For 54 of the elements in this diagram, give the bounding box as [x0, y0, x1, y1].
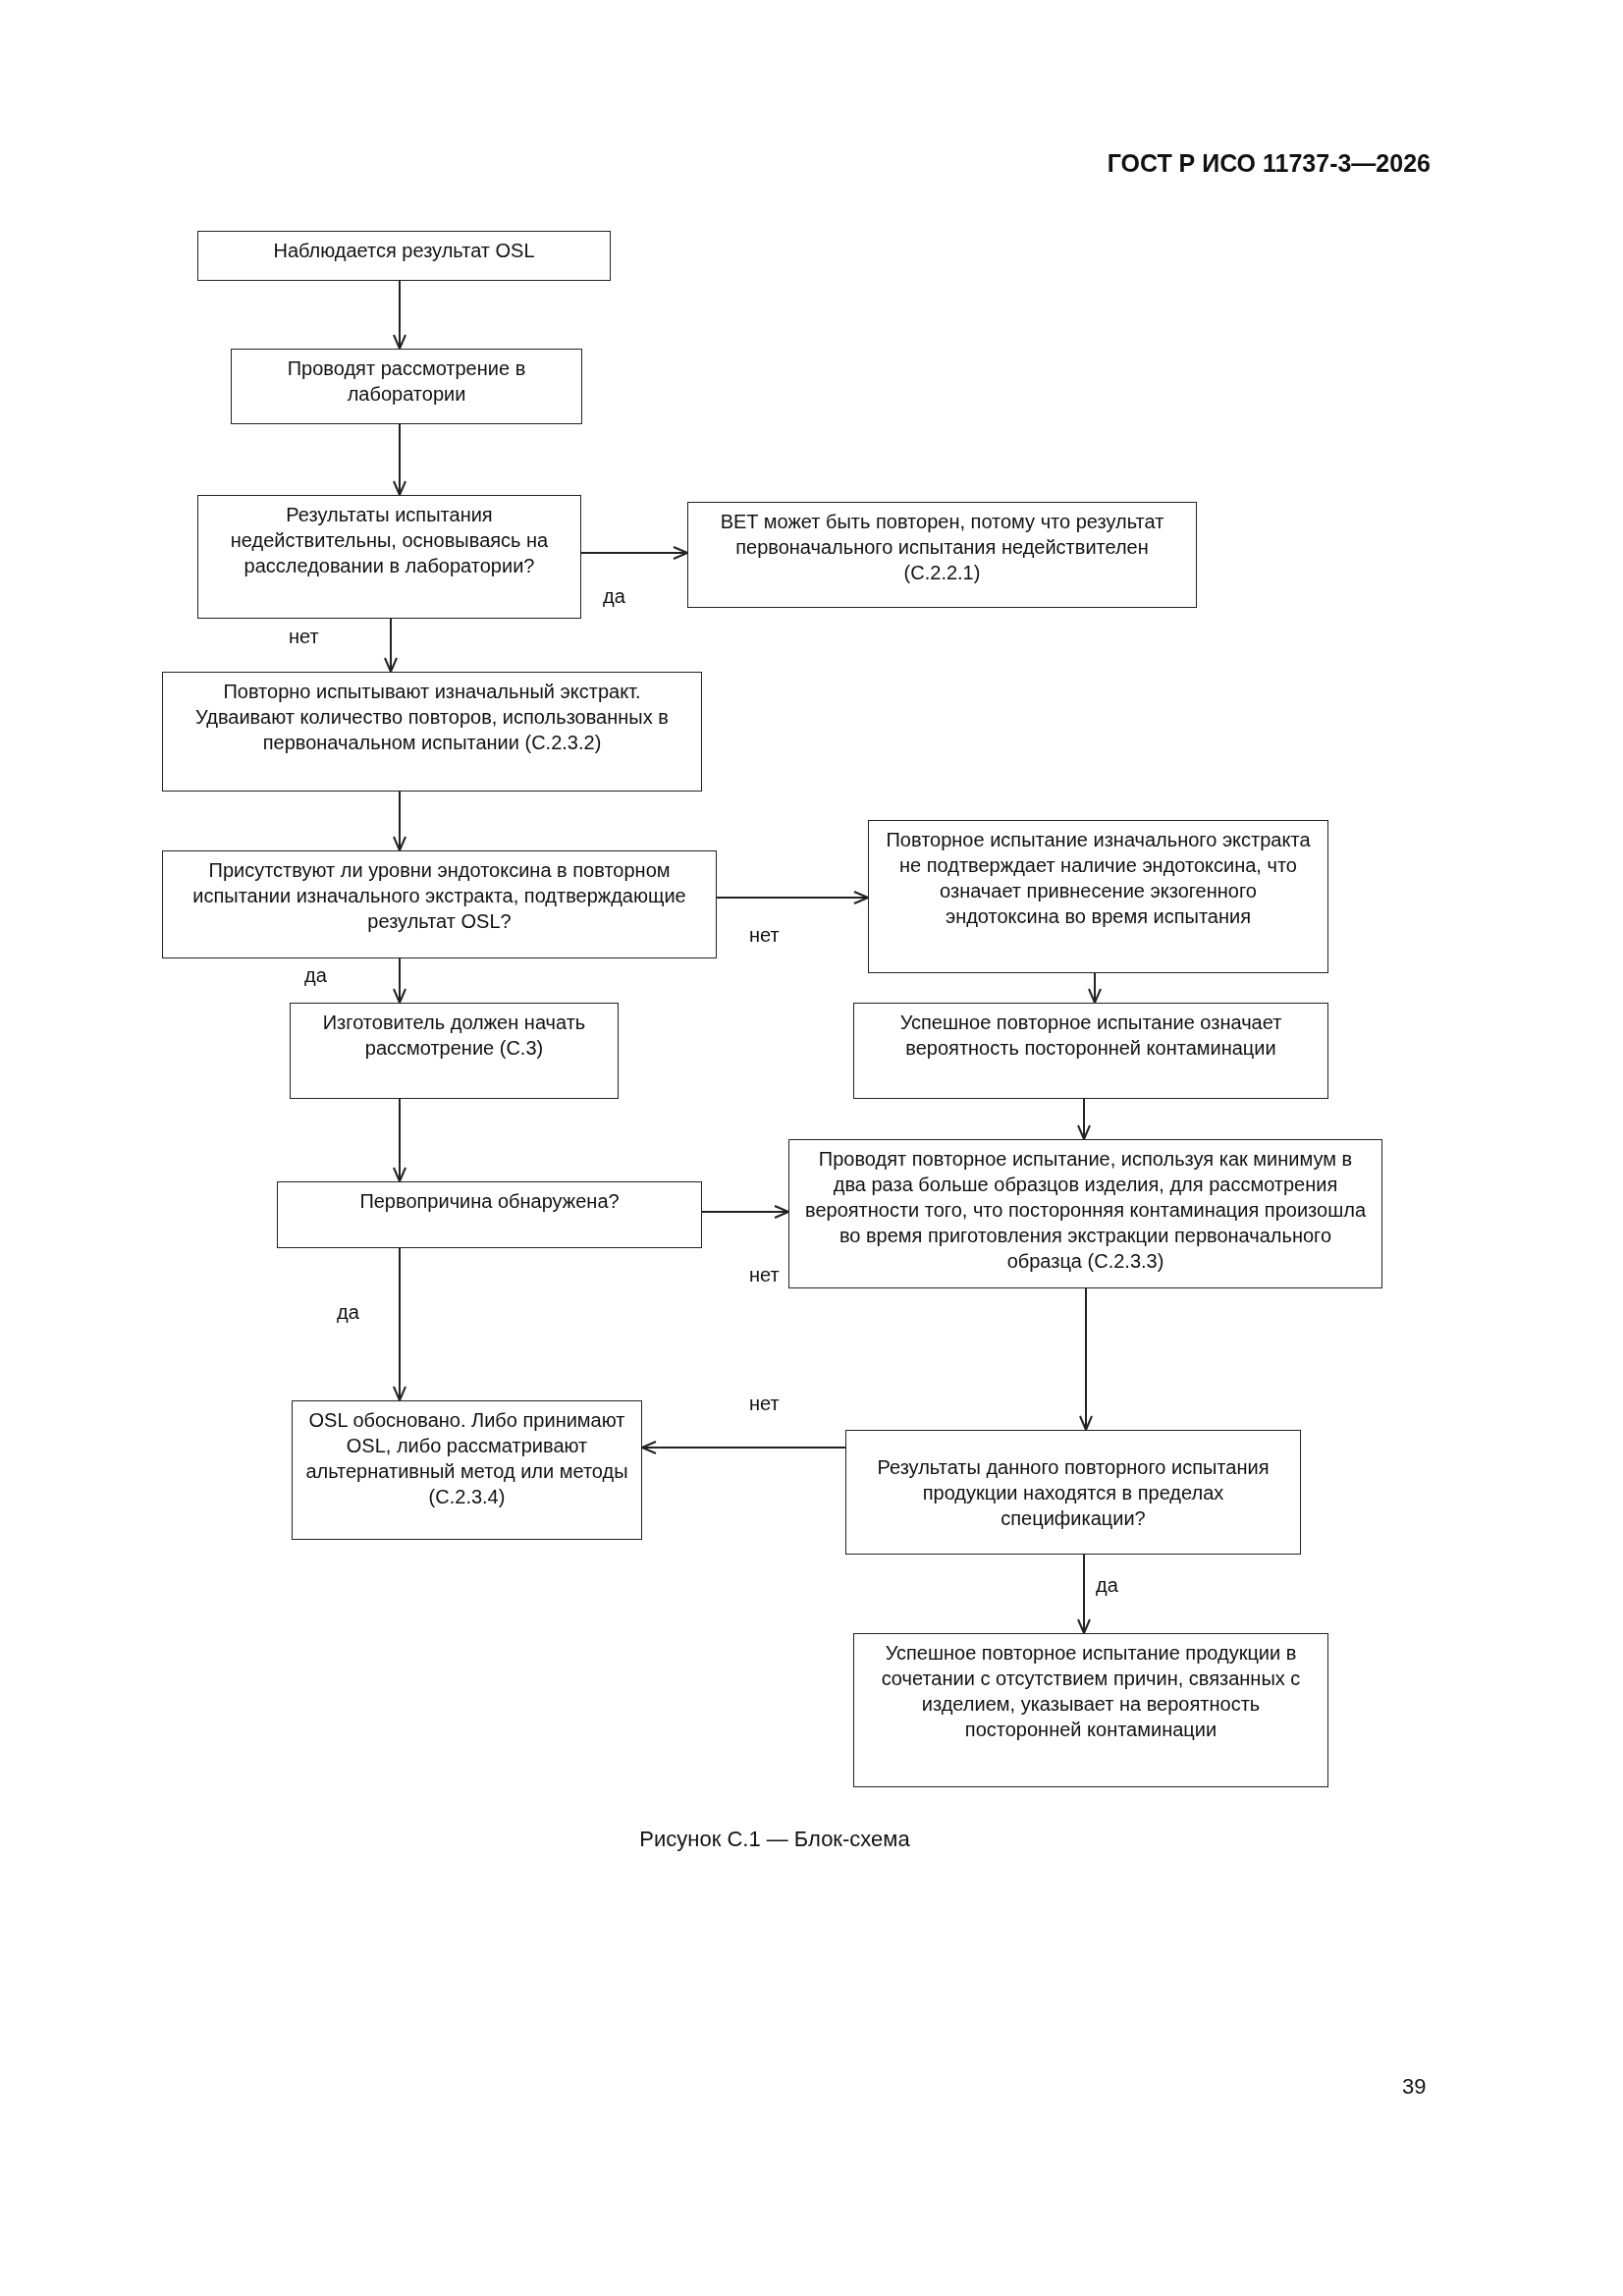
- edge-label: нет: [289, 626, 319, 648]
- arrow: [580, 546, 688, 560]
- process-box: [788, 1139, 1382, 1288]
- process-box: [845, 1430, 1301, 1555]
- box-text: Присутствуют ли уровни эндотоксина в повторном испытании изначального экстракта, подтверждающие результат OSL?: [191, 858, 687, 934]
- figure-caption: Рисунок С.1 — Блок-схема: [638, 1827, 911, 1852]
- box-text: OSL обосновано. Либо принимают OSL, либо рассматривают альтернативный метод или методы (С.2.3.4): [304, 1408, 629, 1509]
- arrow: [393, 280, 406, 350]
- arrow: [393, 1098, 406, 1182]
- process-box: [868, 820, 1328, 973]
- box-text: Результаты данного повторного испытания продукции находятся в пределах спецификации?: [876, 1454, 1271, 1531]
- arrow: [384, 618, 398, 673]
- edge-label: да: [337, 1301, 359, 1324]
- edge-label: да: [603, 585, 625, 608]
- arrow: [393, 1247, 406, 1401]
- box-text: Повторное испытание изначального экстракта не подтверждает наличие эндотоксина, что означает привнесение экзогенного эндотоксина во время испытания: [885, 828, 1312, 929]
- box-text: Наблюдается результат OSL: [273, 239, 535, 263]
- box-text: Проводят рассмотрение в лаборатории: [286, 356, 527, 407]
- arrow: [393, 423, 406, 496]
- arrow: [701, 1205, 789, 1219]
- box-text: Успешное повторное испытание означает вероятность посторонней контаминации: [898, 1011, 1283, 1061]
- process-box: [853, 1633, 1328, 1787]
- page-number: 39: [1402, 2074, 1427, 2100]
- process-box: [197, 495, 581, 619]
- process-box: [292, 1400, 642, 1540]
- process-box: [687, 502, 1197, 608]
- process-box: [162, 672, 702, 792]
- process-box: [197, 231, 611, 281]
- box-text: Изготовитель должен начать рассмотрение (С.3): [321, 1011, 587, 1061]
- arrow: [1077, 1098, 1091, 1140]
- process-box: [277, 1181, 702, 1248]
- edge-label: нет: [749, 1393, 780, 1415]
- arrow: [1077, 1554, 1091, 1634]
- arrow: [1079, 1287, 1093, 1431]
- arrow: [393, 791, 406, 851]
- arrow: [1088, 972, 1102, 1004]
- arrow: [641, 1441, 846, 1454]
- box-text: Проводят повторное испытание, используя как минимум в два раза больше образцов изделия, для рассмотрения вероятности того, что посторонняя контаминация произошла во время приготовления экстракции первоначального образца (С.2.3.3): [804, 1147, 1367, 1274]
- edge-label: нет: [749, 1264, 780, 1286]
- process-box: [290, 1003, 619, 1099]
- box-text: Успешное повторное испытание продукции в сочетании с отсутствием причин, связанных с изделием, указывает на вероятность посторонней контаминации: [880, 1641, 1302, 1742]
- box-text: Повторно испытывают изначальный экстракт. Удваивают количество повторов, использованных в первоначальном испытании (С.2.3.2): [194, 680, 670, 755]
- edge-label: да: [304, 964, 327, 987]
- process-box: [162, 850, 717, 958]
- document-header: ГОСТ Р ИСО 11737-3—2026: [1107, 149, 1431, 178]
- box-text: Первопричина обнаружена?: [359, 1189, 620, 1214]
- edge-label: да: [1096, 1574, 1118, 1597]
- arrow: [393, 957, 406, 1004]
- edge-label: нет: [749, 924, 780, 947]
- process-box: [231, 349, 582, 424]
- process-box: [853, 1003, 1328, 1099]
- box-text: BET может быть повторен, потому что результат первоначального испытания недействителен (С.2.2.1): [719, 510, 1165, 585]
- box-text: Результаты испытания недействительны, основываясь на расследовании в лаборатории?: [229, 503, 550, 578]
- arrow: [716, 891, 869, 904]
